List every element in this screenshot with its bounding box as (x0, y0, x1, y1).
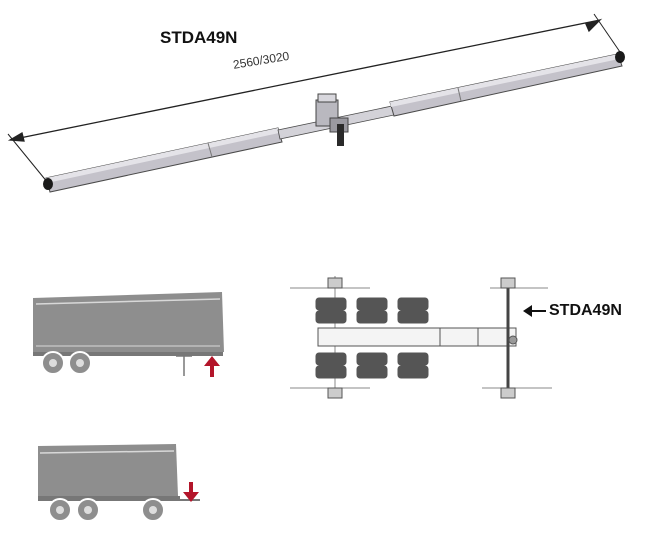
semitrailer-side-view (33, 292, 224, 376)
bar-end-cap-right (615, 51, 625, 63)
chassis-callout-label: STDA49N (549, 302, 622, 319)
trailer-side-view (38, 444, 200, 522)
arrow-up-icon (204, 356, 220, 377)
product-title: STDA49N (160, 28, 238, 47)
arrow-down-icon (183, 482, 199, 502)
chassis-top-view (290, 276, 552, 399)
dimension-line (7, 13, 621, 184)
arrow-left-icon (523, 305, 546, 317)
center-clamp (315, 93, 349, 146)
bar-end-cap-left (43, 178, 53, 190)
support-bar (43, 51, 625, 193)
